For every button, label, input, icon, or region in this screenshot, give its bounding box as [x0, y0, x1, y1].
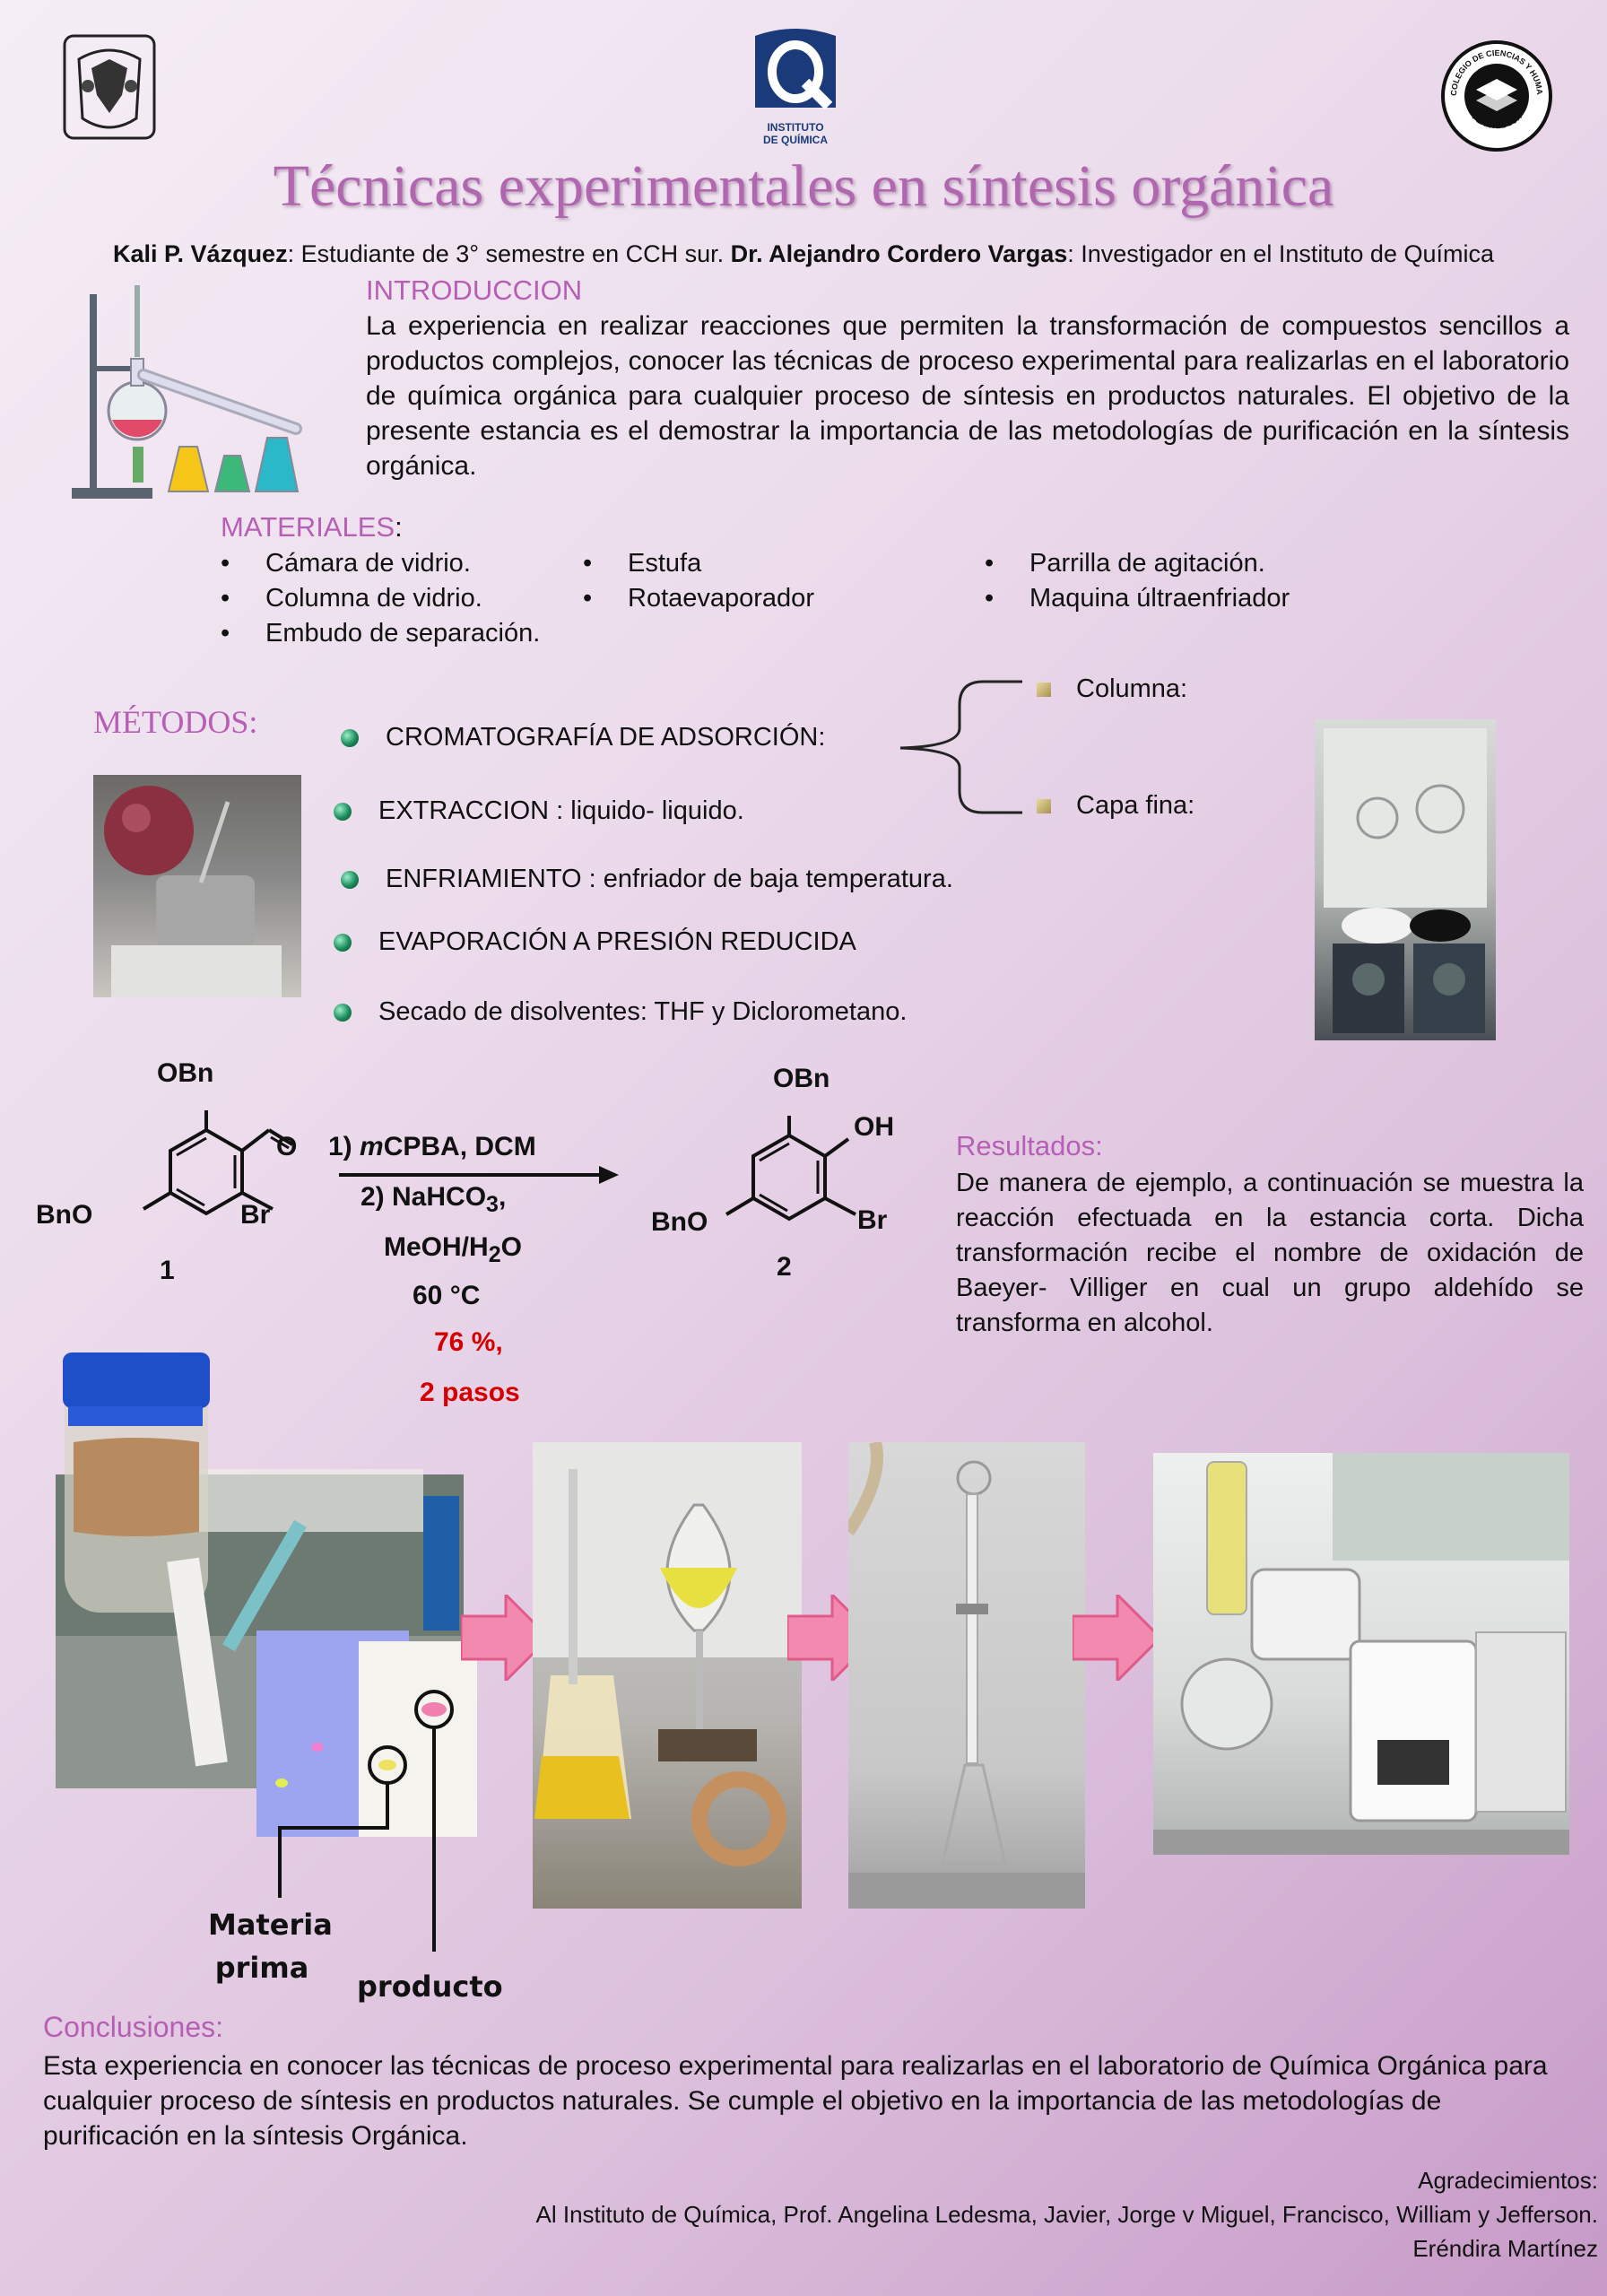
materiales-title: MATERIALES: [221, 511, 395, 543]
arrow-right-icon: [1073, 1595, 1160, 1681]
arrow-right-icon: [461, 1595, 549, 1681]
producto-label: producto: [357, 1970, 503, 2004]
unam-logo: [61, 32, 158, 142]
metodo-item: ENFRIAMIENTO : enfriador de baja tempera…: [341, 865, 953, 894]
product-obn: OBn: [773, 1064, 830, 1093]
footer-name: Eréndira Martínez: [1412, 2235, 1598, 2262]
producto-callout-line: [432, 1835, 436, 1952]
condition-step1: 1) mCPBA, DCM: [328, 1132, 536, 1161]
material-item: •Columna de vidrio.: [221, 584, 482, 613]
metodo-item: Secado de disolventes: THF y Diclorometa…: [334, 997, 907, 1027]
branch-capa-fina: Capa fina:: [1037, 791, 1194, 821]
bullet-icon: [334, 802, 352, 821]
reactant-structure: [142, 1110, 294, 1216]
bullet-icon: [341, 728, 359, 747]
method-brace: [899, 680, 1022, 814]
introduccion-text: La experiencia en realizar reacciones qu…: [366, 311, 1569, 481]
authors-line: Kali P. Vázquez: Estudiante de 3° semest…: [0, 240, 1607, 268]
reactant-bno: BnO: [36, 1200, 93, 1230]
instituto-line2: DE QUÍMICA: [763, 134, 828, 146]
rotavap-photo-small: [93, 775, 301, 997]
metodo-item: CROMATOGRAFÍA DE ADSORCIÓN:: [341, 723, 825, 752]
metodo-item: EXTRACCION : liquido- liquido.: [334, 796, 744, 826]
condition-temp: 60 °C: [413, 1281, 481, 1310]
materia-prima-label: Materia prima: [208, 1908, 333, 1985]
reaction-steps: 2 pasos: [420, 1378, 520, 1407]
condition-solvent: MeOH/H2O: [384, 1232, 522, 1267]
resultados-text: De manera de ejemplo, a continuación se …: [956, 1169, 1584, 1337]
tlc-photo: [56, 1352, 477, 1837]
metodo-item: EVAPORACIÓN A PRESIÓN REDUCIDA: [334, 927, 856, 957]
branch-columna: Columna:: [1037, 674, 1187, 704]
rotary-evaporator-photo: [1153, 1453, 1569, 1855]
product-oh: OH: [854, 1112, 894, 1142]
column-chromatography-photo: [848, 1442, 1085, 1909]
material-item: •Cámara de vidrio.: [221, 549, 471, 578]
material-item: •Parrilla de agitación.: [985, 549, 1265, 578]
reactant-number: 1: [160, 1256, 175, 1285]
bullet-icon: [341, 870, 359, 889]
instituto-quimica-logo: INSTITUTO DE QUÍMICA: [746, 27, 845, 149]
condition-step2: 2) NaHCO3,: [360, 1182, 507, 1217]
bullet-square-icon: [1037, 798, 1051, 813]
material-item: •Rotaevaporador: [583, 584, 814, 613]
material-item: •Estufa: [583, 549, 702, 578]
separatory-funnel-photo: [533, 1442, 802, 1909]
author2-name: Dr. Alejandro Cordero Vargas: [730, 240, 1068, 267]
distillation-illustration: [72, 276, 314, 505]
product-number: 2: [777, 1252, 792, 1282]
reactant-obn: OBn: [157, 1058, 214, 1088]
bullet-square-icon: [1037, 682, 1051, 697]
conclusiones-text: Esta experiencia en conocer las técnicas…: [43, 2051, 1548, 2151]
author1-name: Kali P. Vázquez: [113, 240, 288, 267]
poster-title: Técnicas experimentales en síntesis orgá…: [273, 153, 1334, 219]
reaction-yield: 76 %,: [434, 1327, 503, 1357]
product-bno: BnO: [651, 1207, 708, 1237]
materiales-colon: :: [395, 511, 403, 543]
instituto-line1: INSTITUTO: [767, 121, 824, 134]
product-br: Br: [857, 1205, 888, 1235]
bullet-icon: [334, 933, 352, 952]
agradecimientos-heading: Agradecimientos:: [1418, 2167, 1598, 2194]
material-item: •Maquina últraenfriador: [985, 584, 1290, 613]
author1-role: : Estudiante de 3° semestre en CCH sur.: [287, 240, 731, 267]
bullet-icon: [334, 1003, 352, 1022]
introduccion-heading: INTRODUCCION: [366, 274, 583, 306]
lab-apparatus-photo: [1315, 719, 1496, 1040]
materia-prima-callout-line: [278, 1826, 282, 1898]
metodos-heading: MÉTODOS:: [93, 704, 258, 740]
author2-role: : Investigador en el Instituto de Químic…: [1067, 240, 1494, 267]
product-structure: [725, 1116, 856, 1222]
reaction-arrow: [339, 1166, 619, 1184]
resultados-heading: Resultados:: [956, 1130, 1103, 1161]
cch-logo: COLEGIO DE CIENCIAS Y HUMANIDADES PLANTE…: [1436, 30, 1555, 154]
agradecimientos-text: Al Instituto de Química, Prof. Angelina …: [535, 2201, 1598, 2228]
reactant-br: Br: [240, 1200, 271, 1230]
reactant-aldehyde-o: O: [276, 1132, 298, 1161]
conclusiones-heading: Conclusiones:: [43, 2011, 223, 2043]
materiales-heading: MATERIALES:: [221, 511, 403, 544]
material-item: •Embudo de separación.: [221, 619, 541, 648]
